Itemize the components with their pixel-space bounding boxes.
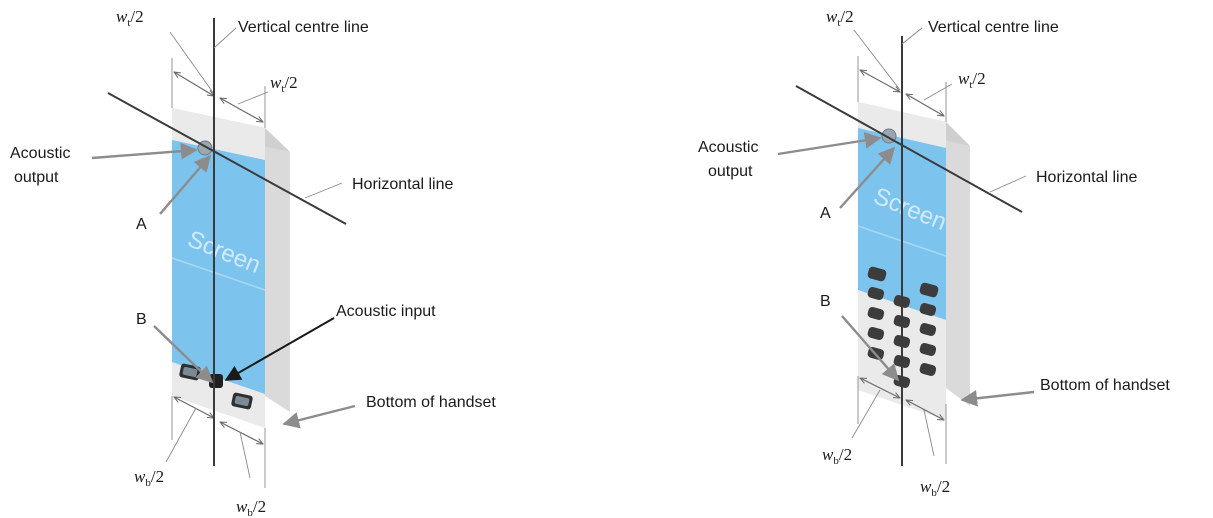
handset-left: Screen [171,108,290,428]
label-vertical-centre-line: Vertical centre line [238,19,369,36]
leader-wt-top [169,31,215,95]
label-point-b: B [820,293,831,310]
screen-panel [172,140,265,394]
horizontal-line [795,85,1023,213]
leader-vertical-centre [213,27,237,49]
dim-wt-left [174,72,214,96]
key [867,286,885,300]
point-b-pointer [841,315,900,382]
label-point-a: A [136,216,147,233]
soft-key-right-inner [234,396,250,406]
leader-vertical-centre [901,27,923,45]
key [919,322,937,336]
dim-wt-right [906,94,944,116]
key [919,362,937,376]
leader-wb-left [851,389,881,439]
screen-divider [171,257,266,291]
key [867,306,885,320]
label-wb-left: wb/2 [134,467,164,489]
label-wt-right: wt/2 [958,69,986,91]
leader-horizontal-line [304,182,343,199]
key [867,266,887,282]
label-wt-top: wt/2 [116,7,144,29]
point-a-pointer [159,154,212,215]
handset-side-face [265,128,290,412]
label-wt-top: wt/2 [826,7,854,29]
label-acoustic-output-1: Acoustic [10,145,70,162]
label-wt-right: wt/2 [270,73,298,95]
label-horizontal-line: Horizontal line [1036,169,1137,186]
label-bottom-of-handset: Bottom of handset [1040,377,1170,394]
key [919,342,937,356]
label-wb-left: wb/2 [822,445,852,467]
acoustic-output-pointer [777,132,882,156]
label-point-b: B [136,311,147,328]
bottom-of-handset-pointer [960,389,1035,407]
leader-wb-right [239,431,251,479]
leader-wb-left [165,407,197,463]
label-acoustic-output-1: Acoustic [698,139,758,156]
label-vertical-centre-line: Vertical centre line [928,19,1059,36]
handset-side-face [946,122,970,406]
leader-wt-top [853,29,901,91]
label-wb-right: wb/2 [236,497,266,518]
handset-right: Screen [857,102,970,420]
label-point-a: A [820,205,831,222]
leader-horizontal-line [989,175,1027,193]
key [919,302,937,316]
label-wb-right: wb/2 [920,477,950,499]
dim-wb-right [220,422,263,444]
dim-wb-left [174,397,214,418]
leader-wb-right [923,409,935,457]
point-a-pointer [839,146,896,209]
dim-wb-right [906,400,944,420]
figure-right: Screen [698,7,1170,499]
acoustic-output-pointer [91,142,198,160]
dim-wt-right [220,98,263,122]
label-horizontal-line: Horizontal line [352,176,453,193]
key [867,326,885,340]
horizontal-line [107,92,347,225]
acoustic-input-pointer [224,317,335,381]
soft-key-left-inner [182,367,198,377]
label-acoustic-input: Acoustic input [336,303,436,320]
key [919,282,939,298]
dim-wb-left [860,378,900,398]
bottom-of-handset-pointer [282,404,356,429]
leader-wt-right [237,91,269,105]
leader-wt-right [923,83,953,101]
point-b-pointer [153,325,214,384]
dim-wt-left [860,70,900,92]
label-bottom-of-handset: Bottom of handset [366,394,496,411]
label-acoustic-output-2: output [14,169,59,186]
label-acoustic-output-2: output [708,163,753,180]
figure-left: Screen wt/2 [10,7,496,518]
